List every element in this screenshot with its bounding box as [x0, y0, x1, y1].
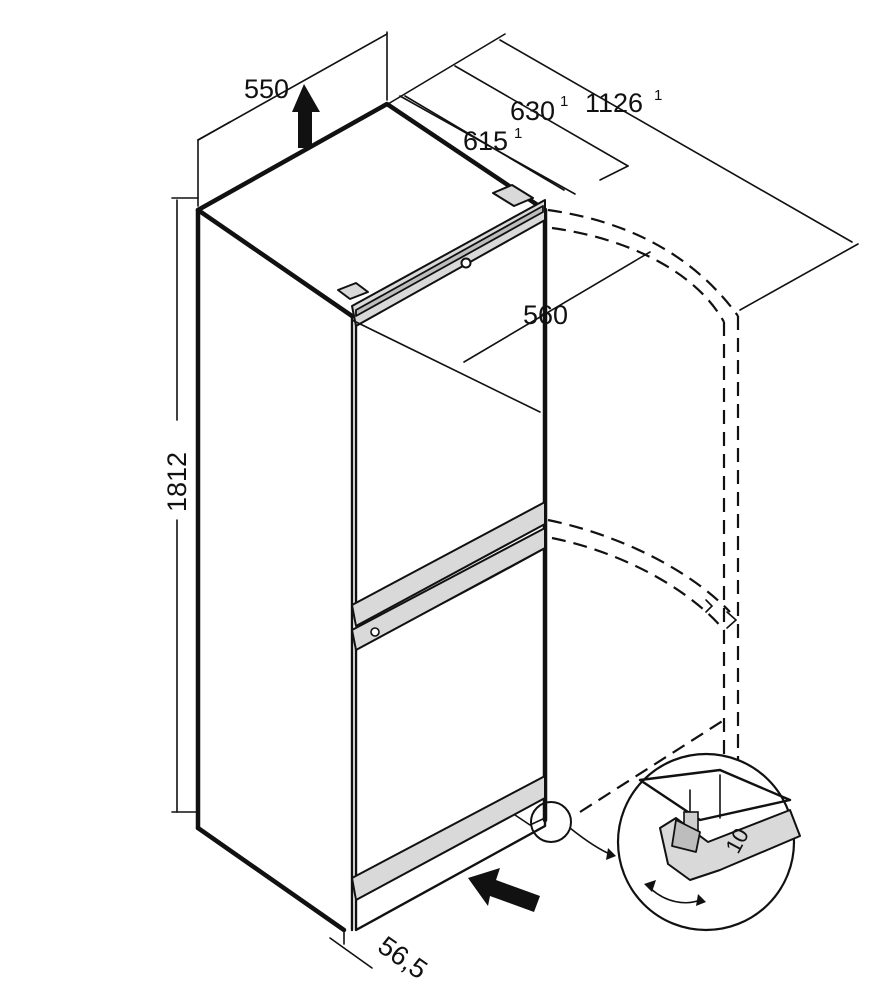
depth-615-footnote: 1 — [514, 125, 522, 142]
depth-open-label: 1126 — [585, 88, 643, 118]
upper-door — [351, 199, 547, 639]
push-arrow-icon — [468, 868, 540, 912]
door-clearance-label: 560 — [523, 300, 568, 330]
depth-615-label: 615 — [463, 126, 508, 156]
bottom-offset-label: 56,5 — [373, 930, 433, 985]
foot-detail: 10 — [530, 752, 801, 932]
height-label: 1812 — [162, 452, 192, 512]
depth-630-label: 630 — [510, 96, 555, 126]
lift-arrow-icon — [292, 84, 320, 148]
lower-door — [351, 527, 547, 932]
door-swing-outline — [547, 208, 740, 813]
dimension-lines — [171, 31, 859, 969]
width-label: 550 — [244, 74, 289, 104]
top-hinge — [337, 184, 534, 300]
depth-630-footnote: 1 — [560, 93, 568, 110]
depth-open-footnote: 1 — [654, 87, 662, 104]
